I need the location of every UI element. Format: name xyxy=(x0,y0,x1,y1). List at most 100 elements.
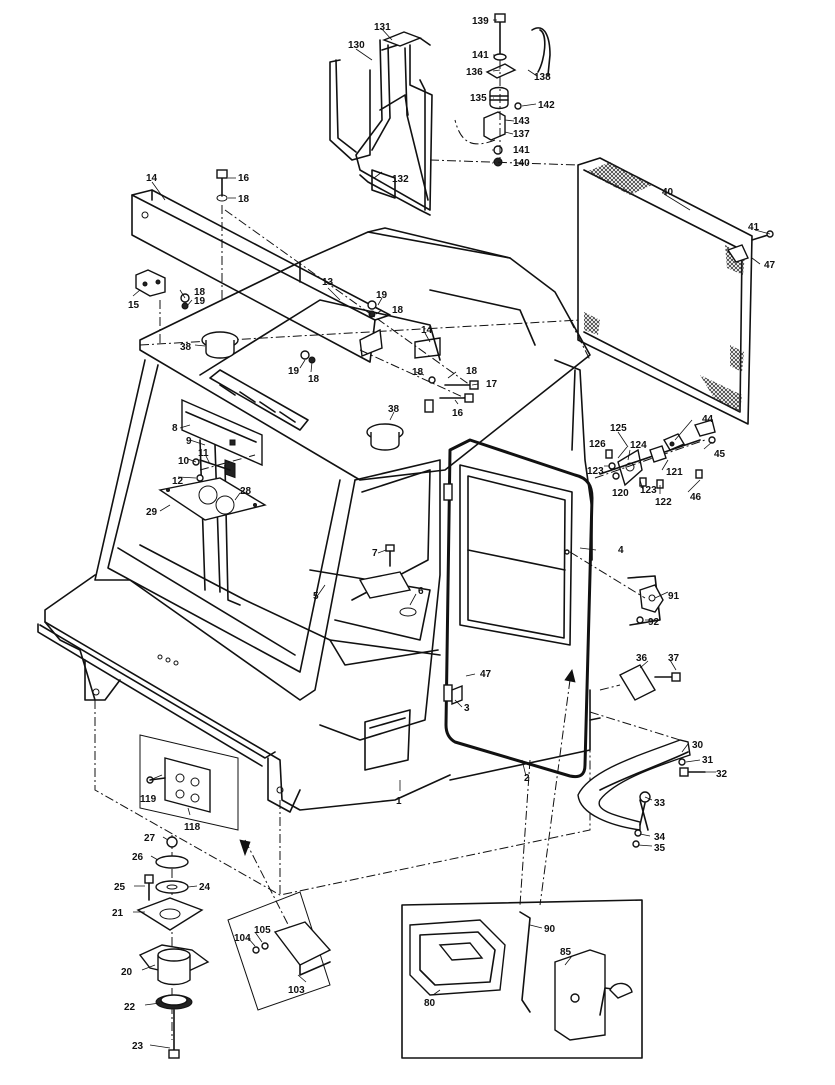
callout-17: 17 xyxy=(486,379,498,390)
callout-16: 16 xyxy=(238,173,250,184)
callout-80: 80 xyxy=(424,998,436,1009)
callout-20: 20 xyxy=(121,967,133,978)
callout-91: 91 xyxy=(668,591,680,602)
callout-85: 85 xyxy=(560,947,572,958)
callout-138: 138 xyxy=(534,72,551,83)
callout-10: 10 xyxy=(178,456,190,467)
callout-27: 27 xyxy=(144,833,156,844)
callout-13: 13 xyxy=(322,277,334,288)
callout-19-c: 19 xyxy=(288,366,300,377)
callout-29: 29 xyxy=(146,507,158,518)
panel-118-119 xyxy=(139,734,239,831)
callout-6: 6 xyxy=(418,586,424,597)
callout-11: 11 xyxy=(198,448,209,459)
callout-4: 4 xyxy=(618,545,624,556)
callout-25: 25 xyxy=(114,882,126,893)
callout-142: 142 xyxy=(538,100,555,111)
cab-body xyxy=(37,227,601,896)
callout-131: 131 xyxy=(374,22,391,33)
callout-118: 118 xyxy=(184,822,201,833)
callout-35: 35 xyxy=(654,843,666,854)
callout-47: 47 xyxy=(764,260,776,271)
callout-5: 5 xyxy=(313,591,319,602)
callout-38-b: 38 xyxy=(388,404,400,415)
callout-21: 21 xyxy=(112,908,124,919)
door-latch-91-92 xyxy=(569,551,664,626)
callout-33: 33 xyxy=(654,798,666,809)
callout-9: 9 xyxy=(186,436,192,447)
handle-inset-80-85-90 xyxy=(401,899,643,1059)
callout-31: 31 xyxy=(702,755,714,766)
callout-123: 123 xyxy=(587,466,604,477)
callout-30: 30 xyxy=(692,740,704,751)
callout-18: 18 xyxy=(238,194,250,205)
callout-23: 23 xyxy=(132,1041,144,1052)
callout-130: 130 xyxy=(348,40,365,51)
front-panel-8-9 xyxy=(181,398,263,482)
callout-34: 34 xyxy=(654,832,666,843)
callout-140: 140 xyxy=(513,158,530,169)
callout-121: 121 xyxy=(666,467,683,478)
callout-45: 45 xyxy=(714,449,726,460)
callout-36: 36 xyxy=(636,653,648,664)
bolt-7 xyxy=(385,544,395,567)
callout-18-d: 18 xyxy=(308,374,320,385)
callout-14: 14 xyxy=(146,173,158,184)
callout-105: 105 xyxy=(254,925,271,936)
callout-labels: 131 130 132 139 141 136 138 135 142 143 … xyxy=(112,16,776,1052)
cab-mount-stack xyxy=(136,835,210,1059)
callout-47-b: 47 xyxy=(480,669,492,680)
callout-37: 37 xyxy=(668,653,680,664)
callout-103: 103 xyxy=(288,985,305,996)
cab-door xyxy=(443,438,594,779)
callout-18-c: 18 xyxy=(392,305,404,316)
callout-120: 120 xyxy=(612,488,629,499)
callout-16-b: 16 xyxy=(452,408,464,419)
callout-24: 24 xyxy=(199,882,211,893)
callout-141: 141 xyxy=(472,50,489,61)
callout-14-b: 14 xyxy=(421,325,433,336)
callout-15: 15 xyxy=(128,300,140,311)
callout-3: 3 xyxy=(464,703,470,714)
gasket-plate-28-29 xyxy=(158,477,267,521)
callout-8: 8 xyxy=(172,423,178,434)
callout-19-b: 19 xyxy=(376,290,388,301)
callout-123-b: 123 xyxy=(640,485,657,496)
callout-143: 143 xyxy=(513,116,530,127)
callout-18-f: 18 xyxy=(412,367,424,378)
callout-12: 12 xyxy=(172,476,184,487)
roof-beam-assembly xyxy=(131,189,441,363)
callout-126: 126 xyxy=(589,439,606,450)
callout-135: 135 xyxy=(470,93,487,104)
callout-18-b: 18 xyxy=(194,287,206,298)
plate-36-37 xyxy=(599,664,681,701)
rops-guard-frame xyxy=(329,31,433,216)
callout-124: 124 xyxy=(630,440,647,451)
callout-2: 2 xyxy=(524,773,530,784)
callout-26: 26 xyxy=(132,852,144,863)
callout-122: 122 xyxy=(655,497,672,508)
callout-1: 1 xyxy=(396,796,402,807)
callout-38: 38 xyxy=(180,342,192,353)
callout-19: 19 xyxy=(194,296,206,307)
callout-104: 104 xyxy=(234,933,251,944)
callout-136: 136 xyxy=(466,67,483,78)
callout-125: 125 xyxy=(610,423,627,434)
callout-22: 22 xyxy=(124,1002,136,1013)
callout-139: 139 xyxy=(472,16,489,27)
bracket-103-105 xyxy=(227,891,332,1011)
callout-40: 40 xyxy=(662,187,674,198)
callout-41: 41 xyxy=(748,222,760,233)
callout-141-b: 141 xyxy=(513,145,530,156)
callout-132: 132 xyxy=(392,174,409,185)
callout-90: 90 xyxy=(544,924,556,935)
callout-44: 44 xyxy=(702,414,714,425)
lock-mechanism xyxy=(594,419,716,489)
callout-32: 32 xyxy=(716,769,728,780)
roof-hardware xyxy=(159,169,479,451)
callout-7: 7 xyxy=(372,548,378,559)
rear-screen-guard xyxy=(577,157,774,425)
leader-lines xyxy=(132,19,771,1049)
callout-46: 46 xyxy=(690,492,702,503)
